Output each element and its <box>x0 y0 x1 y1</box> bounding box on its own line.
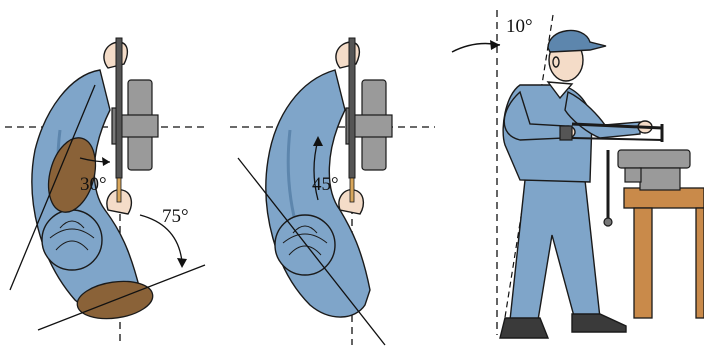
hacksaw-top-view-2 <box>349 38 355 202</box>
angle-label-30: 30° <box>80 174 107 195</box>
hacksaw-top-view <box>116 38 122 202</box>
workbench <box>624 188 704 318</box>
angle-label-45: 45° <box>312 174 339 195</box>
panel-top-view-feet: 30° 75° <box>5 38 205 345</box>
panel-top-view-body: 45° <box>230 38 435 345</box>
angle-label-10: 10° <box>506 16 533 37</box>
worker-side-view <box>500 31 652 338</box>
angle-label-75: 75° <box>162 206 189 227</box>
panel-side-view: 10° <box>452 10 704 338</box>
